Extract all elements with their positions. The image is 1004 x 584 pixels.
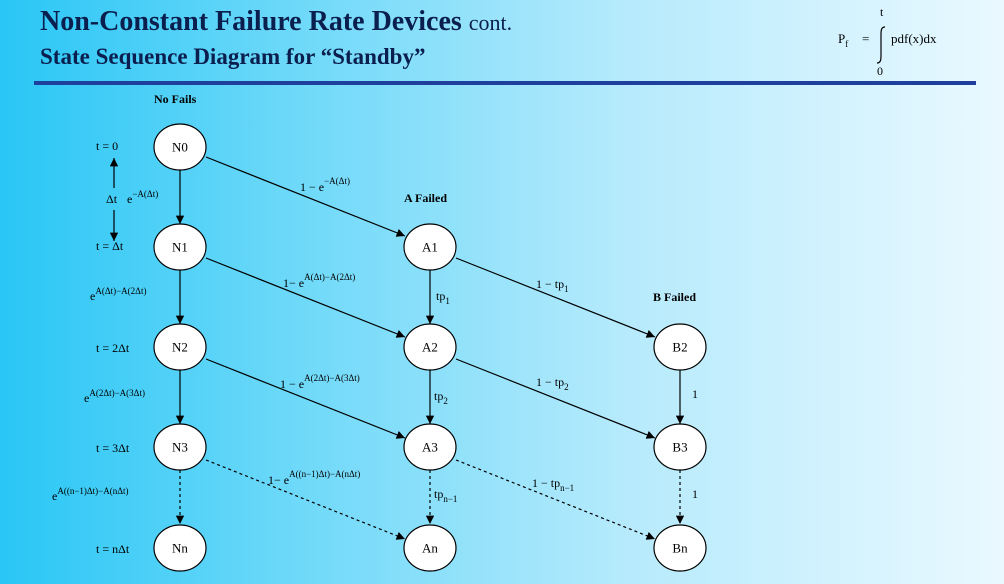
page-title: Non-Constant Failure Rate Devices cont. xyxy=(40,6,512,38)
edge-label-a1-a2: tp1 xyxy=(436,289,450,306)
page-subtitle: State Sequence Diagram for “Standby” xyxy=(40,44,426,69)
state-node-n1: N1 xyxy=(153,223,207,271)
title-suffix: cont. xyxy=(468,10,513,35)
edge-label-n2-n3: eA(2Δt)−A(3Δt) xyxy=(84,388,145,405)
column-heading-b-failed: B Failed xyxy=(653,290,696,304)
edge-label-a3-bn: 1 − tpn−1 xyxy=(532,476,574,493)
edge-a3-bn xyxy=(455,459,656,540)
delta-t-probability: e−A(Δt) xyxy=(127,189,158,206)
edge-label-a2-b3: 1 − tp2 xyxy=(536,375,569,392)
edge-n2-a3 xyxy=(205,358,406,439)
delta-t-label: Δt xyxy=(106,192,118,206)
header-divider xyxy=(34,81,976,85)
formula-upper-limit: t xyxy=(880,5,884,19)
node-label: A1 xyxy=(422,240,438,255)
formula-lhs: Pf xyxy=(838,31,848,49)
edge-label-a1-b2: 1 − tp1 xyxy=(536,277,569,294)
state-node-nn: Nn xyxy=(153,524,207,572)
node-label: Nn xyxy=(172,541,188,556)
time-label-t3: t = 3Δt xyxy=(96,441,130,455)
edge-a1-b2 xyxy=(455,257,656,338)
title-text: Non-Constant Failure Rate Devices xyxy=(40,6,462,37)
edge-n1-a2 xyxy=(205,257,406,338)
column-heading-a-failed: A Failed xyxy=(404,191,447,205)
edge-label-n3-nn: eA((n−1)Δt)−A(nΔt) xyxy=(52,486,129,503)
state-node-n2: N2 xyxy=(153,323,207,371)
node-label: A3 xyxy=(422,440,438,455)
state-node-b3: B3 xyxy=(653,423,707,471)
time-label-tn: t = nΔt xyxy=(96,542,130,556)
edge-label-n1-a2: 1− eA(Δt)−A(2Δt) xyxy=(283,272,355,290)
state-node-a2: A2 xyxy=(403,323,457,371)
formula-lower-limit: 0 xyxy=(877,64,883,78)
state-node-a1: A1 xyxy=(403,223,457,271)
edge-label-a3-an: tpn−1 xyxy=(434,487,457,504)
state-node-b2: B2 xyxy=(653,323,707,371)
time-label-t2: t = 2Δt xyxy=(96,341,130,355)
edge-a2-b3 xyxy=(455,358,656,439)
column-heading-no-fails: No Fails xyxy=(154,92,197,106)
state-node-bn: Bn xyxy=(653,524,707,572)
node-label: N0 xyxy=(172,140,188,155)
formula-integrand: pdf(x)dx xyxy=(891,31,937,46)
edge-label-n1-n2: eA(Δt)−A(2Δt) xyxy=(90,286,146,303)
edge-label-b3-bn: 1 xyxy=(692,487,698,501)
node-label: A2 xyxy=(422,340,438,355)
node-label: An xyxy=(422,541,438,556)
edge-label-b2-b3: 1 xyxy=(692,387,698,401)
edge-n0-a1 xyxy=(205,156,406,237)
edge-label-n0-a1: 1 − e−A(Δt) xyxy=(300,176,350,194)
state-node-n3: N3 xyxy=(153,423,207,471)
formula-equals: = xyxy=(862,31,869,46)
state-node-an: An xyxy=(403,524,457,572)
integral-sign xyxy=(876,26,886,64)
state-node-a3: A3 xyxy=(403,423,457,471)
node-label: B2 xyxy=(672,340,687,355)
node-label: B3 xyxy=(672,440,687,455)
edge-label-n2-a3: 1 − eA(2Δt)−A(3Δt) xyxy=(280,373,360,391)
time-label-t1: t = Δt xyxy=(96,239,124,253)
node-label: N1 xyxy=(172,240,188,255)
node-label: Bn xyxy=(672,541,688,556)
edge-label-n3-an: 1− eA((n−1)Δt)−A(nΔt) xyxy=(268,469,360,487)
time-label-t0: t = 0 xyxy=(96,139,118,153)
edge-label-a2-a3: tp2 xyxy=(434,389,448,406)
node-label: N3 xyxy=(172,440,188,455)
node-label: N2 xyxy=(172,340,188,355)
state-node-n0: N0 xyxy=(153,123,207,171)
probability-formula: Pf = t 0 pdf(x)dx xyxy=(838,5,937,78)
